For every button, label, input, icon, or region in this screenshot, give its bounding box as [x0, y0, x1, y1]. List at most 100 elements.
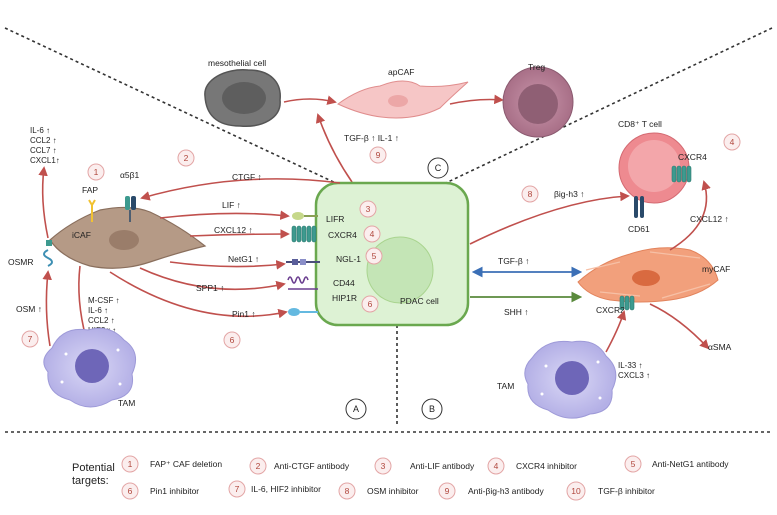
cd44-receptor: CD44	[287, 276, 355, 290]
cd61-label: CD61	[628, 224, 650, 234]
lifr-receptor: LIFR	[292, 212, 344, 224]
lifr-label: LIFR	[326, 214, 344, 224]
legend-item-8: 8 OSM inhibitor	[338, 482, 419, 500]
icaf-out-2: CCL2 ↑	[30, 136, 57, 145]
hip1r-label: HIP1R	[332, 293, 357, 303]
cxcr2-receptor: CXCR2	[596, 295, 635, 315]
legend-item-5: 5 Anti-NetG1 antibody	[624, 455, 729, 473]
icaf-out-3: CCL7 ↑	[30, 146, 57, 155]
target-badge-2: 2	[177, 149, 195, 167]
panel-label-c: C	[427, 157, 449, 179]
svg-text:C: C	[435, 163, 442, 173]
icaf-label: iCAF	[72, 230, 91, 240]
tam-left-cell: TAM	[43, 327, 137, 408]
arrow-cxcl12-left	[189, 229, 290, 239]
fap-label: FAP	[82, 185, 98, 195]
pdac-cell: PDAC cell	[314, 181, 470, 327]
svg-text:A: A	[353, 404, 359, 414]
arrow-icaf-cytokines	[38, 166, 49, 239]
svg-text:Anti-NetG1 antibody: Anti-NetG1 antibody	[652, 459, 729, 469]
signal-spp1: SPP1 ↑	[196, 283, 224, 293]
mycaf-cell: myCAF	[577, 247, 730, 303]
svg-text:FAP⁺ CAF deletion: FAP⁺ CAF deletion	[150, 459, 222, 469]
mesothelial-cell-label: mesothelial cell	[208, 58, 266, 68]
tam-right-label: TAM	[497, 381, 514, 391]
arrow-pin1	[109, 271, 288, 319]
a5b1-receptor: α5β1	[120, 170, 140, 222]
signal-cxcl12-right: CXCL12 ↑	[690, 214, 729, 224]
target-badge-8: 8	[521, 185, 539, 203]
svg-text:10: 10	[571, 486, 581, 496]
icaf-tam-1: M-CSF ↑	[88, 296, 120, 305]
target-badge-7: 7	[21, 330, 39, 348]
signal-big-h3: βig-h3 ↑	[554, 189, 584, 199]
cxcr4-t-label: CXCR4	[678, 152, 707, 162]
svg-text:2: 2	[184, 153, 189, 163]
icaf-secreted-list: IL-6 ↑ CCL2 ↑ CCL7 ↑ CXCL1↑	[30, 126, 60, 165]
tam-right-out-1: IL-33 ↑	[618, 361, 642, 370]
target-badge-4-pdac: 4	[363, 225, 381, 243]
fap-receptor: FAP	[82, 185, 98, 222]
legend-item-2: 2 Anti-CTGF antibody	[249, 457, 350, 475]
svg-text:5: 5	[631, 459, 636, 469]
svg-text:3: 3	[366, 204, 371, 214]
arrow-tam-mycaf	[605, 310, 627, 353]
cd44-label: CD44	[333, 278, 355, 288]
apcaf-cell: apCAF	[337, 67, 469, 119]
icaf-out-4: CXCL1↑	[30, 156, 60, 165]
svg-text:6: 6	[230, 335, 235, 345]
cxcr4-receptor-t: CXCR4	[671, 152, 707, 183]
svg-text:Anti-LIF antibody: Anti-LIF antibody	[410, 461, 475, 471]
cxcr2-label: CXCR2	[596, 305, 625, 315]
mesothelial-cell: mesothelial cell	[204, 58, 281, 127]
svg-text:8: 8	[528, 189, 533, 199]
svg-text:9: 9	[445, 486, 450, 496]
signal-osm: OSM ↑	[16, 304, 42, 314]
cxcr4-receptor-pdac: CXCR4	[291, 225, 357, 243]
signal-ctgf: CTGF ↑	[232, 172, 262, 182]
signal-netg1: NetG1 ↑	[228, 254, 259, 264]
ngl1-label: NGL-1	[336, 254, 361, 264]
signal-cxcl12-left: CXCL12 ↑	[214, 225, 253, 235]
signal-asma: αSMA	[708, 342, 732, 352]
arrow-big-h3	[469, 191, 630, 245]
legend-item-9: 9 Anti-βig-h3 antibody	[438, 482, 545, 500]
svg-text:6: 6	[128, 486, 133, 496]
cxcr4-pdac-label: CXCR4	[328, 230, 357, 240]
signal-lif: LIF ↑	[222, 200, 241, 210]
treg-label: Treg	[528, 62, 545, 72]
svg-text:4: 4	[370, 229, 375, 239]
arrow-netg1	[169, 260, 286, 270]
svg-text:Anti-CTGF antibody: Anti-CTGF antibody	[274, 461, 350, 471]
hip1r-receptor: HIP1R	[288, 293, 357, 316]
arrow-asma	[649, 303, 710, 350]
svg-text:1: 1	[94, 167, 99, 177]
signal-tgfb-right: TGF-β ↑	[498, 256, 529, 266]
legend-title-line1: Potential	[72, 462, 115, 474]
cd8-label: CD8⁺ T cell	[618, 119, 662, 129]
arrow-mesothelial-apcaf	[283, 95, 337, 105]
signal-pin1: Pin1 ↑	[232, 309, 256, 319]
tam-left-label: TAM	[118, 398, 135, 408]
svg-text:8: 8	[345, 486, 350, 496]
legend-title-line2: targets:	[72, 475, 109, 487]
svg-text:OSM inhibitor: OSM inhibitor	[367, 486, 419, 496]
svg-text:7: 7	[28, 334, 33, 344]
arrow-lif	[159, 210, 290, 220]
icaf-out-1: IL-6 ↑	[30, 126, 50, 135]
svg-text:2: 2	[256, 461, 261, 471]
icaf-tam-3: CCL2 ↑	[88, 316, 115, 325]
tam-right-signals: IL-33 ↑ CXCL3 ↑	[618, 361, 650, 380]
osmr-receptor: OSMR	[8, 240, 53, 267]
svg-text:9: 9	[376, 150, 381, 160]
svg-text:7: 7	[235, 484, 240, 494]
panel-dividers	[4, 27, 773, 433]
svg-text:Anti-βig-h3 antibody: Anti-βig-h3 antibody	[468, 486, 545, 496]
treg-cell: Treg	[502, 62, 574, 138]
